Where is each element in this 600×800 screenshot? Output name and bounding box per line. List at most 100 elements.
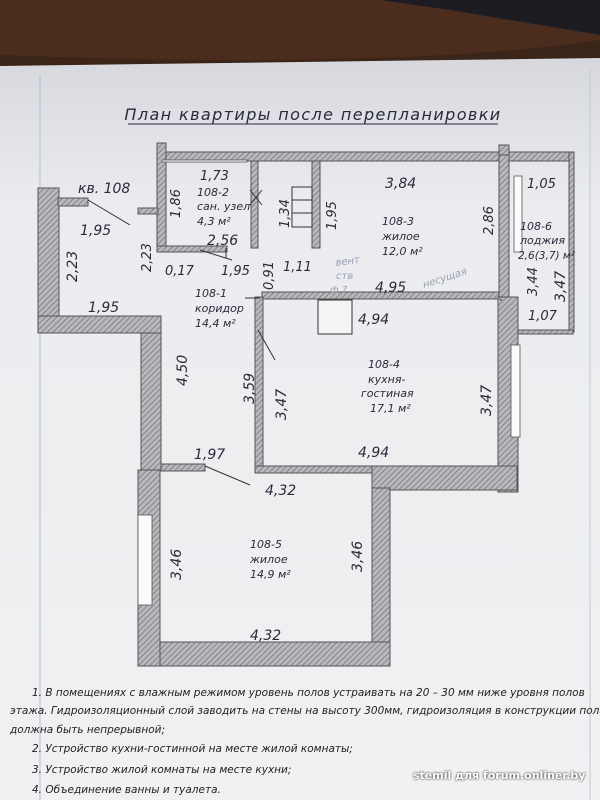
room-108-4-id: 108-4 bbox=[368, 358, 400, 371]
room-108-6-name: лоджия bbox=[519, 234, 565, 247]
room-108-6-area: 2,6(3,7) м² bbox=[518, 250, 576, 262]
wall-outer-top bbox=[57, 197, 89, 207]
window-loggia bbox=[513, 175, 523, 253]
dim-3-47-a: 3,47 bbox=[553, 271, 569, 302]
desk-grain bbox=[0, 0, 600, 60]
shower-shaft bbox=[291, 186, 313, 228]
dim-1-95-c: 1,95 bbox=[88, 300, 119, 316]
note-3: 3. Устройство жилой комнаты на месте кух… bbox=[32, 764, 292, 776]
room-108-4-area: 17,1 м² bbox=[370, 402, 411, 415]
wall-bathroom-bottom bbox=[156, 245, 228, 253]
room-108-1-name: коридор bbox=[195, 302, 244, 315]
room-108-1-area: 14,4 м² bbox=[195, 317, 236, 330]
pencil-vent-3: ф ? bbox=[330, 285, 348, 296]
dimension-labels-vertical: 1,86 1,34 1,95 2,86 2,23 2,23 0,91 3,44 … bbox=[65, 189, 569, 580]
wall-shaft bbox=[311, 160, 321, 249]
dim-4-95: 4,95 bbox=[375, 280, 406, 296]
note-1: 1. В помещениях с влажным режимом уровен… bbox=[32, 687, 585, 699]
room-108-3-name: жилое bbox=[381, 230, 420, 243]
dim-4-50: 4,50 bbox=[175, 355, 191, 386]
dim-1-95-v: 1,95 bbox=[325, 201, 340, 230]
plan-title: План квартиры после перепланировки bbox=[124, 105, 501, 124]
cross-mark-2 bbox=[249, 189, 263, 206]
dim-2-23-a: 2,23 bbox=[65, 251, 81, 282]
wall-bedroom-bottom bbox=[137, 641, 391, 667]
wall-loggia-stub bbox=[498, 144, 510, 156]
wall-loggia-bottom bbox=[508, 329, 574, 335]
dim-2-86: 2,86 bbox=[482, 206, 497, 235]
window-bath bbox=[161, 159, 248, 163]
dim-3-44: 3,44 bbox=[526, 267, 541, 296]
dim-3-46-b: 3,46 bbox=[350, 541, 366, 572]
wall-kitchen-bottom-thick bbox=[371, 465, 518, 491]
dim-3-47-c: 3,47 bbox=[479, 385, 495, 416]
room-108-5-name: жилое bbox=[249, 553, 288, 566]
room-108-2-area: 4,3 м² bbox=[197, 215, 231, 228]
dim-1-73: 1,73 bbox=[200, 169, 229, 184]
room-108-2-id: 108-2 bbox=[197, 186, 229, 199]
dim-3-47-b: 3,47 bbox=[274, 389, 290, 420]
note-4: 4. Объединение ванны и туалета. bbox=[32, 784, 221, 796]
dim-2-56: 2,56 bbox=[207, 233, 238, 249]
wall-bedroom-top bbox=[159, 463, 206, 472]
note-1-end: должна быть непрерывной; bbox=[10, 724, 166, 736]
window-bedroom bbox=[137, 514, 153, 606]
apartment-label: кв. 108 bbox=[78, 181, 130, 197]
dim-4-94-b: 4,94 bbox=[358, 445, 389, 461]
pencil-vent-2: ств bbox=[336, 271, 353, 282]
door-bath bbox=[199, 249, 233, 261]
pencil-vent: вент bbox=[335, 255, 362, 269]
door-lines bbox=[87, 189, 502, 486]
wall-outer-left bbox=[37, 187, 60, 334]
wall-corridor-left bbox=[140, 329, 162, 471]
dim-1-34: 1,34 bbox=[278, 199, 293, 228]
dark-object bbox=[380, 0, 600, 35]
note-2: 2. Устройство кухни-гостинной на месте ж… bbox=[32, 743, 353, 755]
bathroom-fixtures bbox=[291, 186, 353, 335]
dim-3-84: 3,84 bbox=[385, 176, 416, 192]
room-108-3-area: 12,0 м² bbox=[382, 245, 423, 258]
dimension-labels: 1,73 3,84 1,05 1,95 2,56 0,17 1,95 1,11 … bbox=[80, 169, 558, 644]
wall-kitchen-bottom bbox=[254, 465, 376, 474]
note-1-cont: этажа. Гидроизоляционный слой заводить н… bbox=[10, 705, 600, 717]
dim-1-95-b: 1,95 bbox=[221, 264, 250, 279]
door-bedroom bbox=[204, 465, 251, 486]
dim-1-86: 1,86 bbox=[169, 189, 184, 218]
dim-3-46-a: 3,46 bbox=[169, 549, 185, 580]
dim-3-59: 3,59 bbox=[242, 373, 258, 404]
dim-4-32-b: 4,32 bbox=[250, 628, 281, 644]
leader-1 bbox=[87, 199, 131, 226]
wall-loggia-outer bbox=[568, 151, 575, 333]
dim-1-05: 1,05 bbox=[527, 177, 556, 192]
room-108-3-id: 108-3 bbox=[382, 215, 414, 228]
room-108-5-id: 108-5 bbox=[250, 538, 282, 551]
room-108-6-id: 108-6 bbox=[520, 220, 552, 233]
wall-stub bbox=[137, 207, 159, 215]
room-108-1-id: 108-1 bbox=[195, 287, 227, 300]
windows bbox=[137, 159, 523, 606]
dim-1-95-a: 1,95 bbox=[80, 223, 111, 239]
notes-block: 1. В помещениях с влажным режимом уровен… bbox=[0, 680, 600, 800]
dim-4-94-a: 4,94 bbox=[358, 312, 389, 328]
wall-bathroom-right bbox=[250, 160, 259, 249]
dim-1-97: 1,97 bbox=[194, 447, 225, 463]
room-108-4-name: кухня- bbox=[368, 373, 405, 386]
window-kitchen bbox=[510, 344, 521, 438]
dim-0-17: 0,17 bbox=[165, 264, 195, 279]
watermark: stemil для forum.onliner.by bbox=[413, 769, 586, 782]
wall-bedroom-right bbox=[371, 487, 391, 667]
wall-bathroom-left bbox=[156, 142, 167, 251]
dim-1-11: 1,11 bbox=[283, 260, 312, 275]
dim-4-32-a: 4,32 bbox=[265, 483, 296, 499]
dim-0-91: 0,91 bbox=[262, 261, 277, 290]
dim-1-07: 1,07 bbox=[528, 309, 558, 324]
ventilation-duct bbox=[317, 299, 353, 335]
room-108-2-name: сан. узел bbox=[197, 200, 250, 213]
wall-outer-bottom bbox=[37, 315, 162, 334]
room-labels: 108-2 сан. узел 4,3 м² 108-3 жилое 12,0 … bbox=[195, 186, 576, 581]
dim-2-23-b: 2,23 bbox=[140, 243, 155, 272]
room-108-4-name2: гостиная bbox=[361, 387, 414, 400]
wall-room3-right bbox=[498, 151, 510, 298]
room-108-5-area: 14,9 м² bbox=[250, 568, 291, 581]
